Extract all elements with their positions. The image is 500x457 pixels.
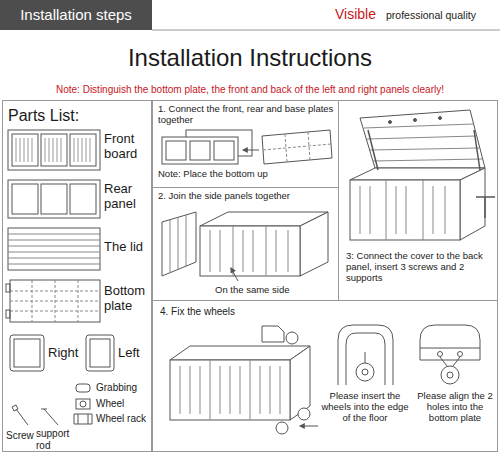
step-text: 1. Connect the front, rear and base plat…	[158, 104, 334, 126]
part-name: support rod	[36, 428, 80, 451]
part-name: Wheel rack	[96, 413, 148, 425]
warning-note: Note: Distinguish the bottom plate, the …	[2, 84, 498, 96]
step-panel: 2. Join the side panels together On the s…	[152, 187, 339, 301]
part-name: Rear panel	[104, 182, 148, 212]
part-name: Front board	[104, 132, 148, 162]
part-name: Bottom plate	[104, 284, 148, 314]
part-name: Left	[118, 346, 148, 361]
step-panel: 3: Connect the cover to the back panel, …	[338, 100, 498, 301]
step-text: 4. Fix the wheels	[160, 306, 320, 318]
step-text: 2. Join the side panels together	[158, 191, 334, 202]
tab-text: Installation steps	[0, 6, 152, 23]
header-tab: Installation steps	[0, 0, 152, 30]
part-name: Screw	[6, 430, 36, 442]
part-name: Wheel	[96, 398, 148, 410]
step-text: 3: Connect the cover to the back panel, …	[346, 251, 492, 284]
detail-caption: Please insert the wheels into the edge o…	[319, 391, 411, 424]
part-name: Grabbing	[96, 382, 148, 394]
detail-caption: Please align the 2 holes into the bottom…	[413, 391, 497, 424]
brand-slogan: professional quality	[386, 9, 496, 21]
callout-text: On the same side	[215, 285, 325, 296]
main-title: Installation Instructions	[0, 44, 500, 72]
brand-word: Visible	[335, 6, 385, 22]
note-text: Note: Place the bottom up	[158, 169, 328, 180]
part-name: Right	[48, 346, 84, 361]
step-panel: 1. Connect the front, rear and base plat…	[152, 100, 339, 188]
panel-heading: Parts List:	[8, 107, 138, 125]
part-name: The lid	[104, 240, 148, 255]
step-panel: 4. Fix the wheelsPlease insert the wheel…	[152, 300, 498, 452]
